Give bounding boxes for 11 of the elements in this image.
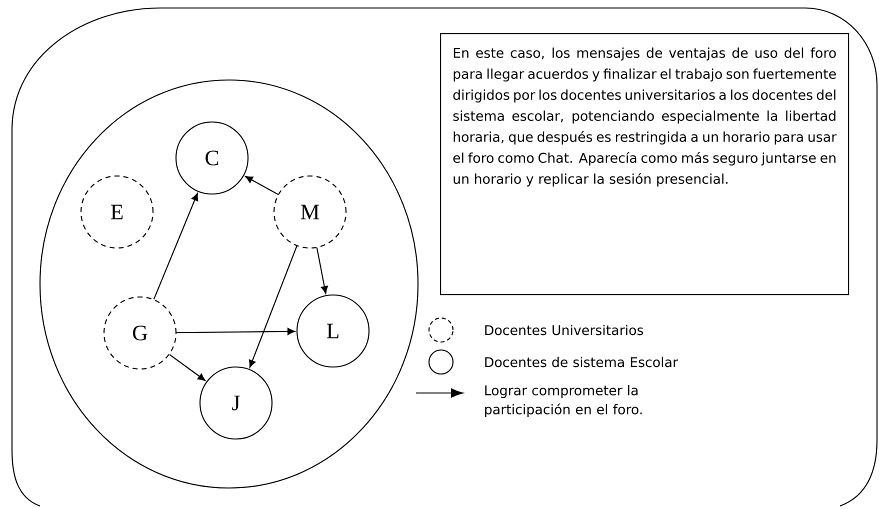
- legend-label: Docentes Universitarios: [485, 324, 644, 336]
- arrow: [316, 248, 328, 294]
- arrow: [153, 193, 198, 300]
- group-ellipse: [39, 79, 419, 489]
- arrow: [248, 246, 298, 368]
- legend-label: Lograr comprometer la participación en el foro.: [485, 385, 642, 417]
- legend-label: Docentes de sistema Escolar: [485, 356, 678, 368]
- arrow: [176, 328, 296, 335]
- arrow: [169, 354, 206, 381]
- arrow: [245, 176, 278, 195]
- text-box: En este caso, los mensajes de ventajas de uso del foro para llegar acuerdos y finalizar el trabajo son fuertemente dirigidos por los docentes universitarios a los docentes del sistema escolar, potenciando especialmente la libertad horaria, que después es restringida a un horario para usar el foro como Chat. Aparecía como más seguro juntarse en un horario y replicar la sesión presencial.: [440, 33, 850, 296]
